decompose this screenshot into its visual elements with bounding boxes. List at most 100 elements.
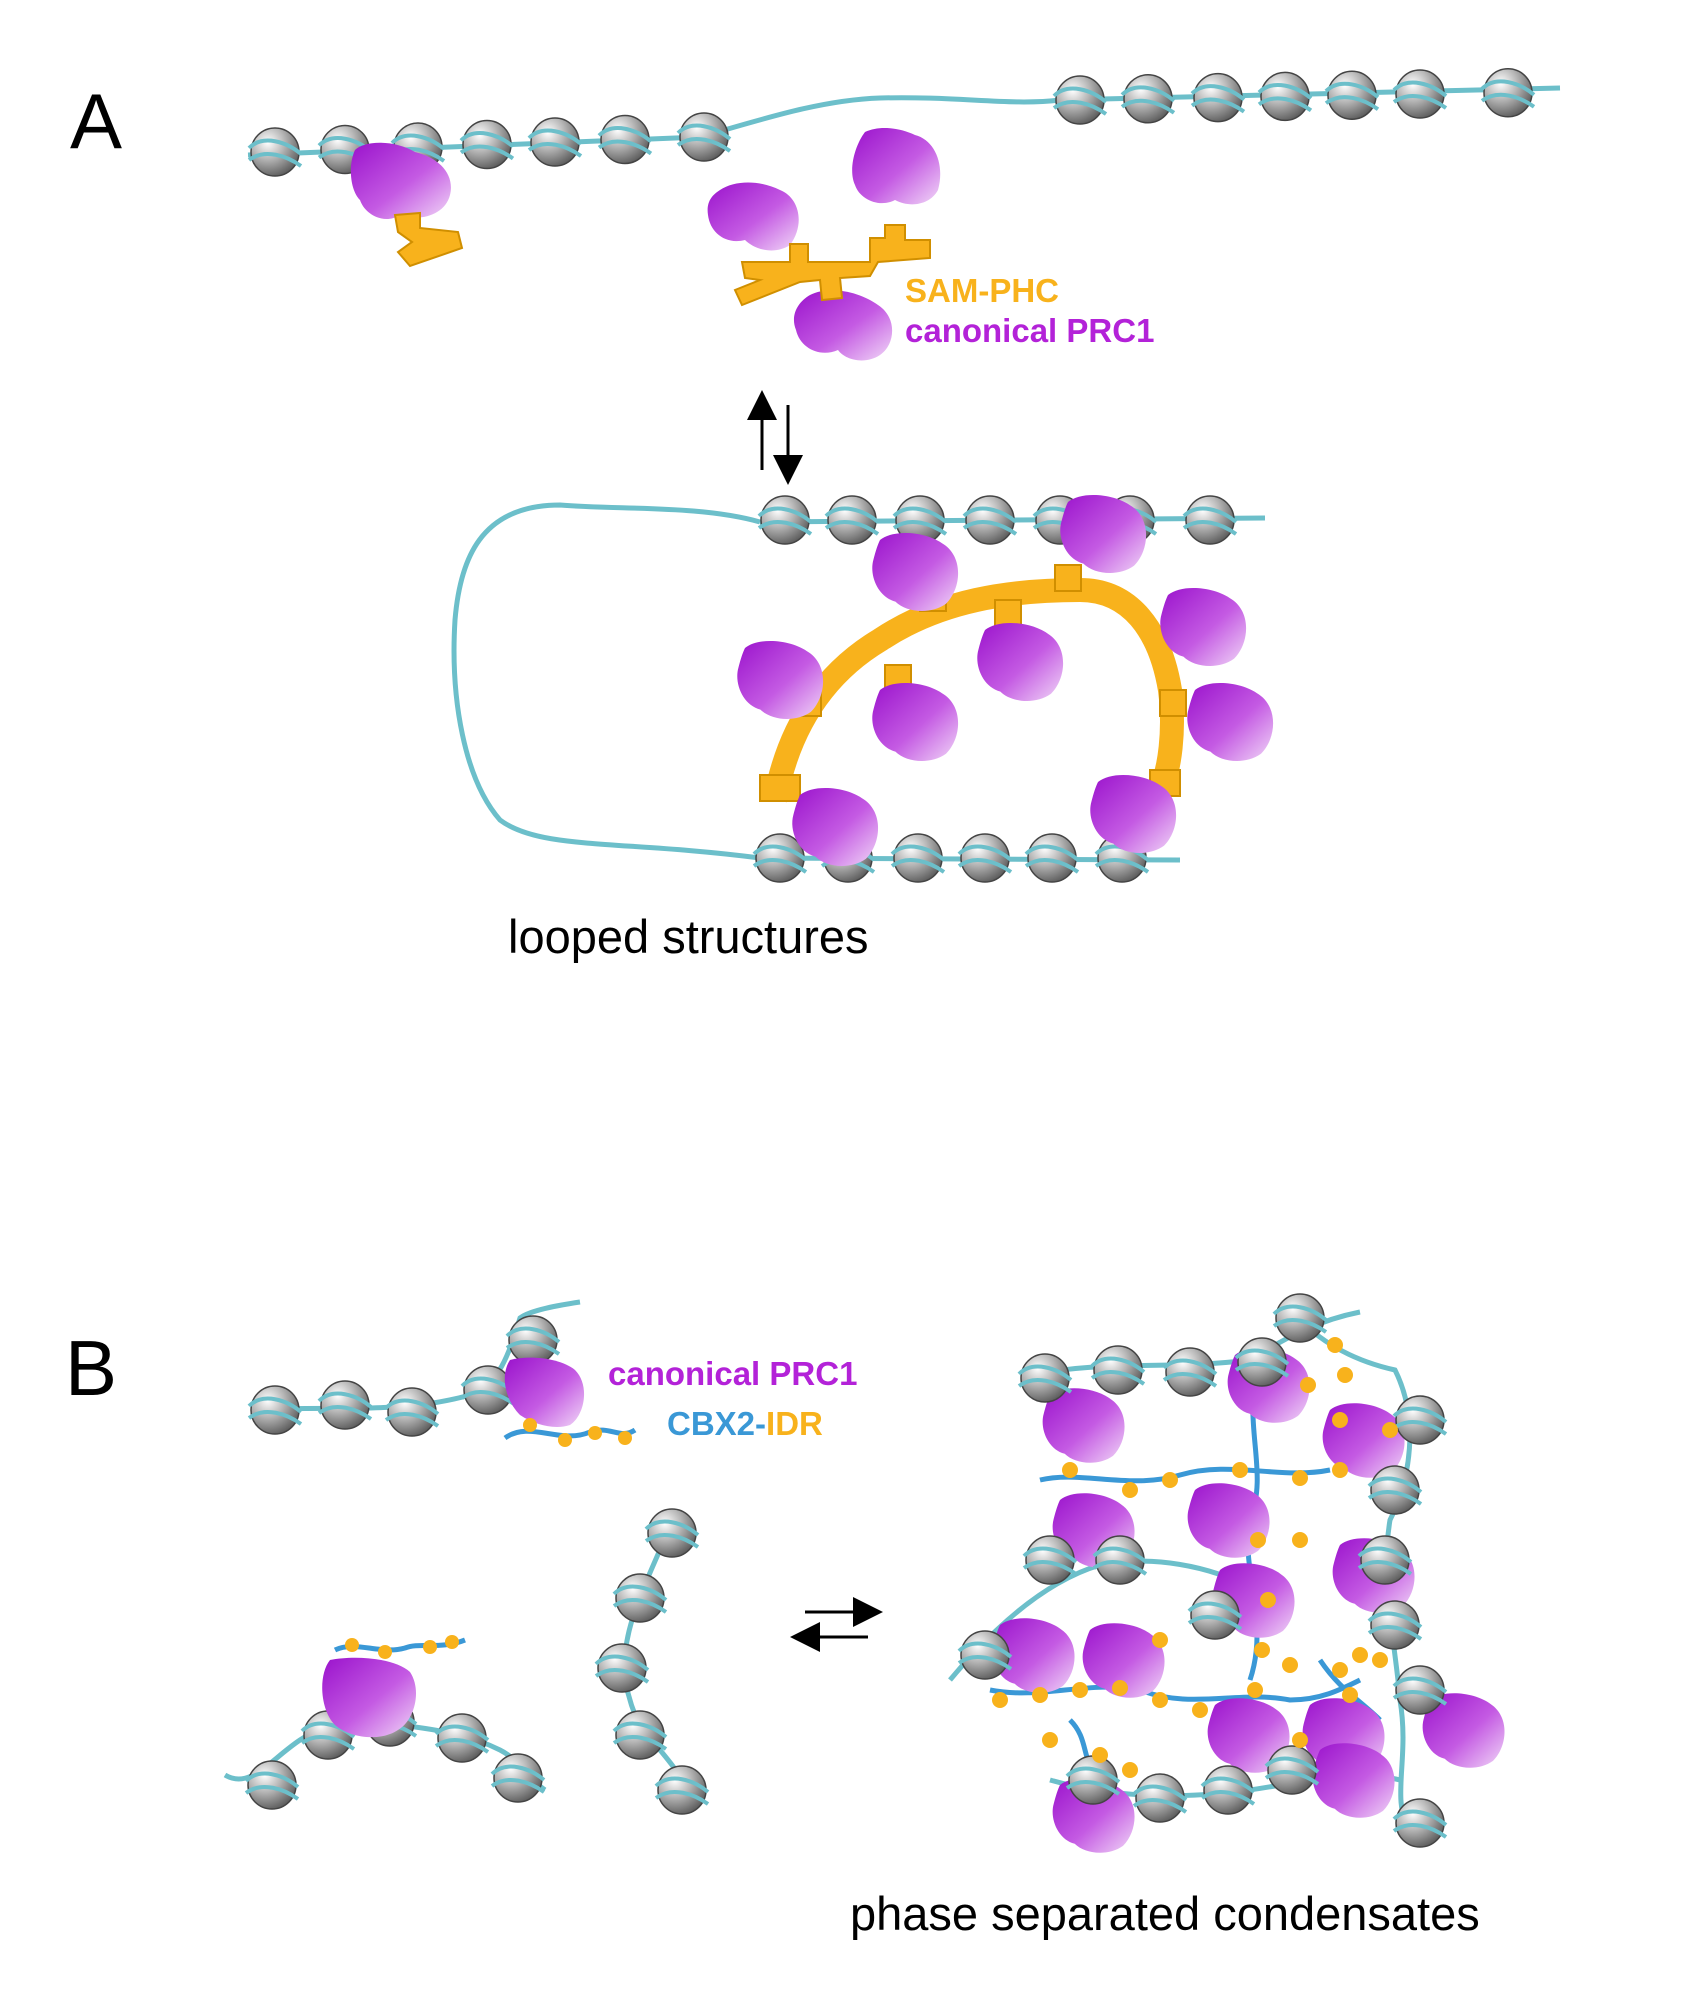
nucleosome	[527, 117, 583, 167]
nucleosome	[1190, 72, 1246, 123]
nucleosome-row-top-left	[247, 112, 732, 177]
nucleosome	[752, 833, 808, 883]
nucleosome	[644, 1508, 700, 1558]
idr-dot	[1112, 1680, 1128, 1696]
nucleosome	[1024, 833, 1080, 883]
idr-dot	[1292, 1532, 1308, 1548]
nucleosome	[1234, 1337, 1290, 1387]
nucleosome	[1052, 75, 1108, 125]
prc1-subunit	[1082, 1623, 1165, 1698]
dna-strand-top	[247, 85, 1561, 158]
sam-phc-polymer-arc	[763, 578, 1184, 803]
label-canonical-prc1-a: canonical PRC1	[905, 312, 1154, 349]
nucleosome	[1200, 1765, 1256, 1815]
idr-dot	[992, 1692, 1008, 1708]
nucleosome	[1480, 68, 1536, 118]
prc1-subunit	[1422, 1693, 1505, 1768]
nucleosome	[1090, 1345, 1146, 1395]
idr-dot	[1352, 1647, 1368, 1663]
prc1-subunit	[1187, 682, 1274, 762]
nucleosome	[384, 1387, 440, 1437]
nucleosome	[1357, 1535, 1413, 1585]
idr-dot	[1152, 1632, 1168, 1648]
nucleosome	[1132, 1773, 1188, 1823]
prc1-subunit	[1090, 774, 1177, 854]
nucleosome	[1092, 1535, 1148, 1585]
nucleosome	[505, 1315, 561, 1365]
nucleosome	[247, 127, 303, 177]
idr-dot	[1292, 1732, 1308, 1748]
nucleosome	[1272, 1293, 1328, 1343]
label-cbx2-idr: CBX2-IDR	[667, 1405, 823, 1442]
nucleosome	[824, 495, 880, 545]
nucleosome	[317, 1380, 373, 1430]
dna-strand-condensate	[1298, 1318, 1413, 1832]
panel-a: A SAM-PHC canonical PRC1	[70, 68, 1561, 963]
nucleosome	[1065, 1755, 1121, 1805]
idr-dot	[1042, 1732, 1058, 1748]
nucleosome	[460, 1365, 516, 1415]
equilibrium-arrows-vertical	[747, 390, 803, 485]
nucleosome	[1257, 71, 1313, 122]
nucleosome	[654, 1765, 710, 1815]
sam-phc-monomer	[393, 211, 464, 268]
nucleosome-row-b-left	[244, 1697, 546, 1810]
idr-dot	[1300, 1377, 1316, 1393]
idr-dot	[1072, 1682, 1088, 1698]
nucleosome	[957, 833, 1013, 883]
prc1-subunit	[1042, 1388, 1125, 1463]
nucleosome	[1367, 1465, 1423, 1515]
idr-dot	[1152, 1692, 1168, 1708]
idr-dot	[1332, 1462, 1348, 1478]
label-sam-phc: SAM-PHC	[905, 272, 1059, 309]
nucleosome-row-top-right	[1052, 68, 1536, 125]
idr-dot	[1032, 1687, 1048, 1703]
idr-dot	[1062, 1462, 1078, 1478]
dna-strand-b-free	[622, 1519, 693, 1801]
nucleosome	[247, 1385, 303, 1435]
idr-dot	[1327, 1337, 1343, 1353]
prc1-subunit	[992, 1618, 1075, 1693]
idr-dot	[1250, 1532, 1266, 1548]
idr-dot	[1342, 1687, 1358, 1703]
prc1-subunit	[977, 622, 1064, 702]
sam-phc-polymer-free	[707, 128, 941, 361]
prc1-subunit	[872, 532, 959, 612]
idr-dot	[1247, 1682, 1263, 1698]
panel-a-letter: A	[70, 77, 122, 165]
nucleosome	[1392, 1665, 1448, 1715]
nucleosome	[1162, 1347, 1218, 1397]
idr-dot	[1282, 1657, 1298, 1673]
idr-network	[989, 1677, 1362, 1703]
label-canonical-prc1-b: canonical PRC1	[608, 1355, 857, 1392]
panel-b-letter: B	[65, 1324, 117, 1412]
prc1-cluster-loop	[737, 494, 1274, 867]
nucleosome	[459, 119, 515, 170]
prc1-single-bound	[350, 142, 464, 268]
idr-dot	[1122, 1762, 1138, 1778]
idr-dot	[1232, 1462, 1248, 1478]
nucleosome	[1187, 1590, 1243, 1640]
nucleosome	[957, 1630, 1013, 1680]
nucleosome	[1022, 1535, 1078, 1585]
nucleosome	[1392, 1798, 1448, 1848]
nucleosome	[890, 833, 946, 883]
idr-dot	[1162, 1472, 1178, 1488]
nucleosome	[1120, 74, 1176, 124]
idr-dots-condensate	[992, 1337, 1398, 1778]
idr-dot	[1092, 1747, 1108, 1763]
dna-loop	[451, 502, 1181, 863]
idr-dot	[1372, 1652, 1388, 1668]
nucleosome	[962, 495, 1018, 545]
prc1-subunit	[1312, 1743, 1395, 1818]
equilibrium-arrows-horizontal	[790, 1597, 883, 1652]
idr-dots-b-left	[345, 1635, 459, 1659]
prc1-b-left	[322, 1657, 417, 1738]
nucleosome	[676, 112, 732, 162]
nucleosome	[594, 1643, 650, 1693]
nucleosome	[1367, 1600, 1423, 1650]
nucleosome	[434, 1713, 490, 1763]
idr-dot	[1332, 1412, 1348, 1428]
idr-dot	[1260, 1592, 1276, 1608]
